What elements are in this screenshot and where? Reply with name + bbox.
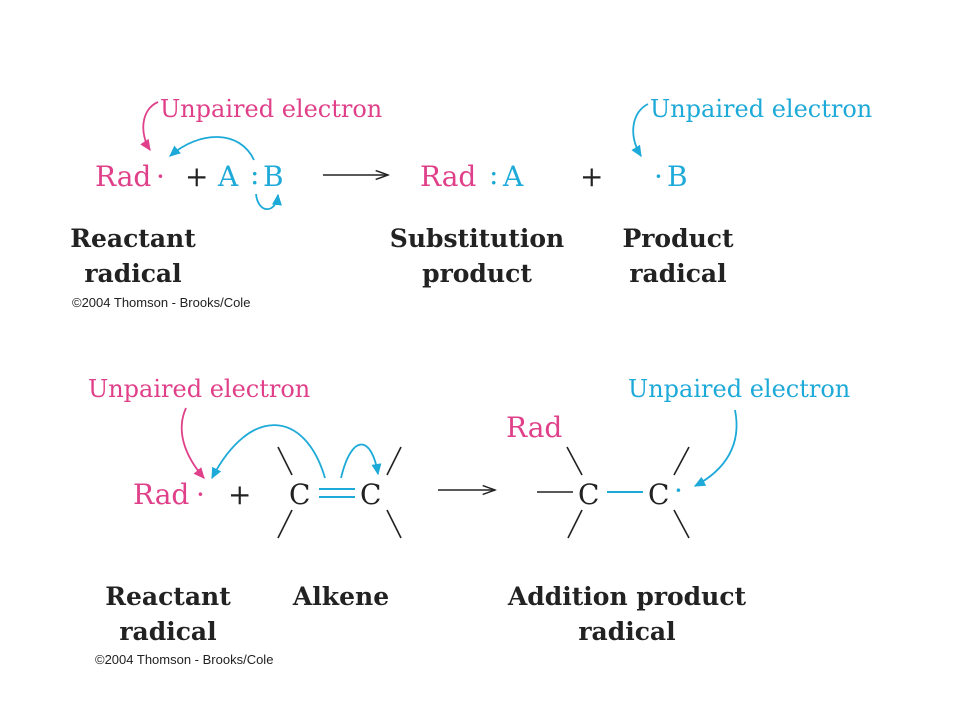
label-addition-product-line1: Addition product — [507, 582, 747, 611]
alkene-bond-lower-right — [386, 509, 402, 539]
bond-electron-pair: : — [250, 158, 259, 191]
label-addition-product-line2: radical — [578, 617, 675, 646]
product-plus-sign: + — [580, 160, 603, 193]
product-carbon-2: C — [648, 478, 669, 511]
product-bond-electron-pair: : — [489, 158, 498, 191]
rad-symbol: Rad — [133, 478, 189, 511]
product-atom-b: B — [667, 160, 688, 193]
label-reactant-radical-line1: Reactant — [70, 224, 196, 253]
unpaired-electron-note-reactant: Unpaired electron — [88, 375, 310, 403]
label-substitution-product-line1: Substitution — [390, 224, 564, 253]
addition-product-structure: Rad C C · — [506, 411, 690, 539]
pointer-arrow-reactant — [180, 407, 205, 479]
product-rad-symbol: Rad — [506, 411, 562, 444]
alkene-carbon-2: C — [360, 478, 381, 511]
product-rad-symbol: Rad — [420, 160, 476, 193]
alkene-structure: C C — [277, 446, 402, 539]
addition-reaction: Unpaired electron Unpaired electron Rad … — [88, 375, 850, 667]
electron-arrow-pi-to-carbon — [340, 443, 382, 479]
label-reactant-radical-line1: Reactant — [105, 582, 231, 611]
product-bond-rad-to-carbon — [566, 446, 583, 476]
product-bond-lower-left — [567, 509, 583, 539]
copyright-notice: ©2004 Thomson - Brooks/Cole — [95, 652, 273, 667]
product-bond-lower-right — [673, 509, 690, 539]
unpaired-electron-note-reactant: Unpaired electron — [160, 95, 382, 123]
electron-arrow-bond-to-b — [255, 193, 282, 211]
pointer-arrow-product — [693, 409, 738, 487]
label-reactant-radical-line2: radical — [119, 617, 216, 646]
electron-arrow-bond-to-radical — [169, 136, 255, 161]
product-bond-upper-right — [673, 446, 690, 476]
alkene-bond-upper-left — [277, 446, 293, 476]
alkene-bond-lower-left — [277, 509, 293, 539]
alkene-carbon-1: C — [289, 478, 310, 511]
label-substitution-product-line2: product — [422, 259, 532, 288]
label-reactant-radical-line2: radical — [84, 259, 181, 288]
label-product-radical-line2: radical — [629, 259, 726, 288]
product-radical-dot: · — [674, 474, 683, 507]
unpaired-electron-note-product: Unpaired electron — [650, 95, 872, 123]
plus-sign: + — [185, 160, 208, 193]
pointer-arrow-reactant — [140, 101, 159, 152]
label-product-radical-line1: Product — [622, 224, 734, 253]
radical-dot: · — [156, 160, 165, 193]
copyright-notice: ©2004 Thomson - Brooks/Cole — [72, 295, 250, 310]
plus-sign: + — [228, 478, 251, 511]
product-carbon-1: C — [578, 478, 599, 511]
atom-b: B — [263, 160, 284, 193]
rad-symbol: Rad — [95, 160, 151, 193]
alkene-bond-upper-right — [386, 446, 402, 476]
pointer-arrow-product — [631, 103, 649, 158]
product-radical-dot: · — [654, 160, 663, 193]
electron-arrow-pi-to-radical — [211, 424, 326, 480]
radical-dot: · — [196, 478, 205, 511]
substitution-reaction: Unpaired electron Unpaired electron Rad … — [70, 95, 872, 310]
atom-a: A — [217, 160, 239, 193]
product-atom-a: A — [502, 160, 524, 193]
unpaired-electron-note-product: Unpaired electron — [628, 375, 850, 403]
label-alkene: Alkene — [292, 582, 389, 611]
